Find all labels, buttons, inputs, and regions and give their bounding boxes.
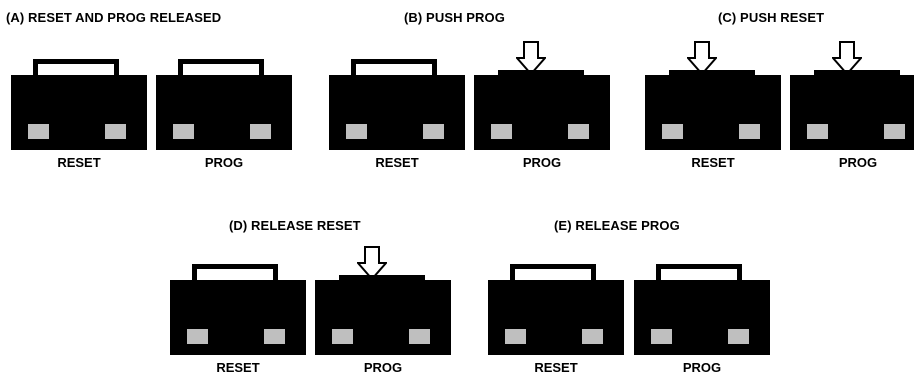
contact-pad [187,329,208,344]
contact-pad [739,124,760,139]
push-arrow-icon [687,41,717,75]
contact-pad [505,329,526,344]
panel-a-reset-button: RESET [11,59,147,175]
panel-d-reset-button: RESET [170,264,306,380]
prog-label: PROG [204,155,244,170]
reset-label: RESET [216,360,260,375]
contact-pad [332,329,353,344]
released-cap [510,264,596,280]
prog-label: PROG [838,155,878,170]
contact-pad [105,124,126,139]
released-cap [33,59,119,75]
contact-pad [728,329,749,344]
panel-d-title: (D) RELEASE RESET [229,218,361,233]
prog-label: PROG [682,360,722,375]
panel-c-reset-button: RESET [645,41,781,175]
panel-c-title: (C) PUSH RESET [718,10,825,25]
panel-b-title: (B) PUSH PROG [404,10,505,25]
push-arrow-icon [357,246,387,280]
reset-label: RESET [375,155,419,170]
panel-a-prog-button: PROG [156,59,292,175]
contact-pad [651,329,672,344]
panel-c-prog-button: PROG [790,41,914,175]
contact-pad [568,124,589,139]
released-cap [178,59,264,75]
pushed-cap [814,70,900,75]
contact-pad [28,124,49,139]
push-arrow-icon [516,41,546,75]
reset-label: RESET [534,360,578,375]
contact-pad [346,124,367,139]
contact-pad [423,124,444,139]
reset-label: RESET [57,155,101,170]
released-cap [192,264,278,280]
panel-a-title: (A) RESET AND PROG RELEASED [6,10,222,25]
panel-b-prog-button: PROG [474,41,610,175]
prog-label: PROG [522,155,562,170]
released-cap [351,59,437,75]
panel-b-reset-button: RESET [329,59,465,175]
contact-pad [264,329,285,344]
panel-e-prog-button: PROG [634,264,770,380]
released-cap [656,264,742,280]
pushed-cap [498,70,584,75]
contact-pad [173,124,194,139]
panel-d-prog-button: PROG [315,246,451,380]
prog-label: PROG [363,360,403,375]
pushed-cap [339,275,425,280]
panel-e-reset-button: RESET [488,264,624,380]
contact-pad [884,124,905,139]
panel-e-title: (E) RELEASE PROG [554,218,680,233]
contact-pad [409,329,430,344]
contact-pad [250,124,271,139]
pushed-cap [669,70,755,75]
reset-label: RESET [691,155,735,170]
push-arrow-icon [832,41,862,75]
contact-pad [491,124,512,139]
contact-pad [582,329,603,344]
contact-pad [807,124,828,139]
contact-pad [662,124,683,139]
